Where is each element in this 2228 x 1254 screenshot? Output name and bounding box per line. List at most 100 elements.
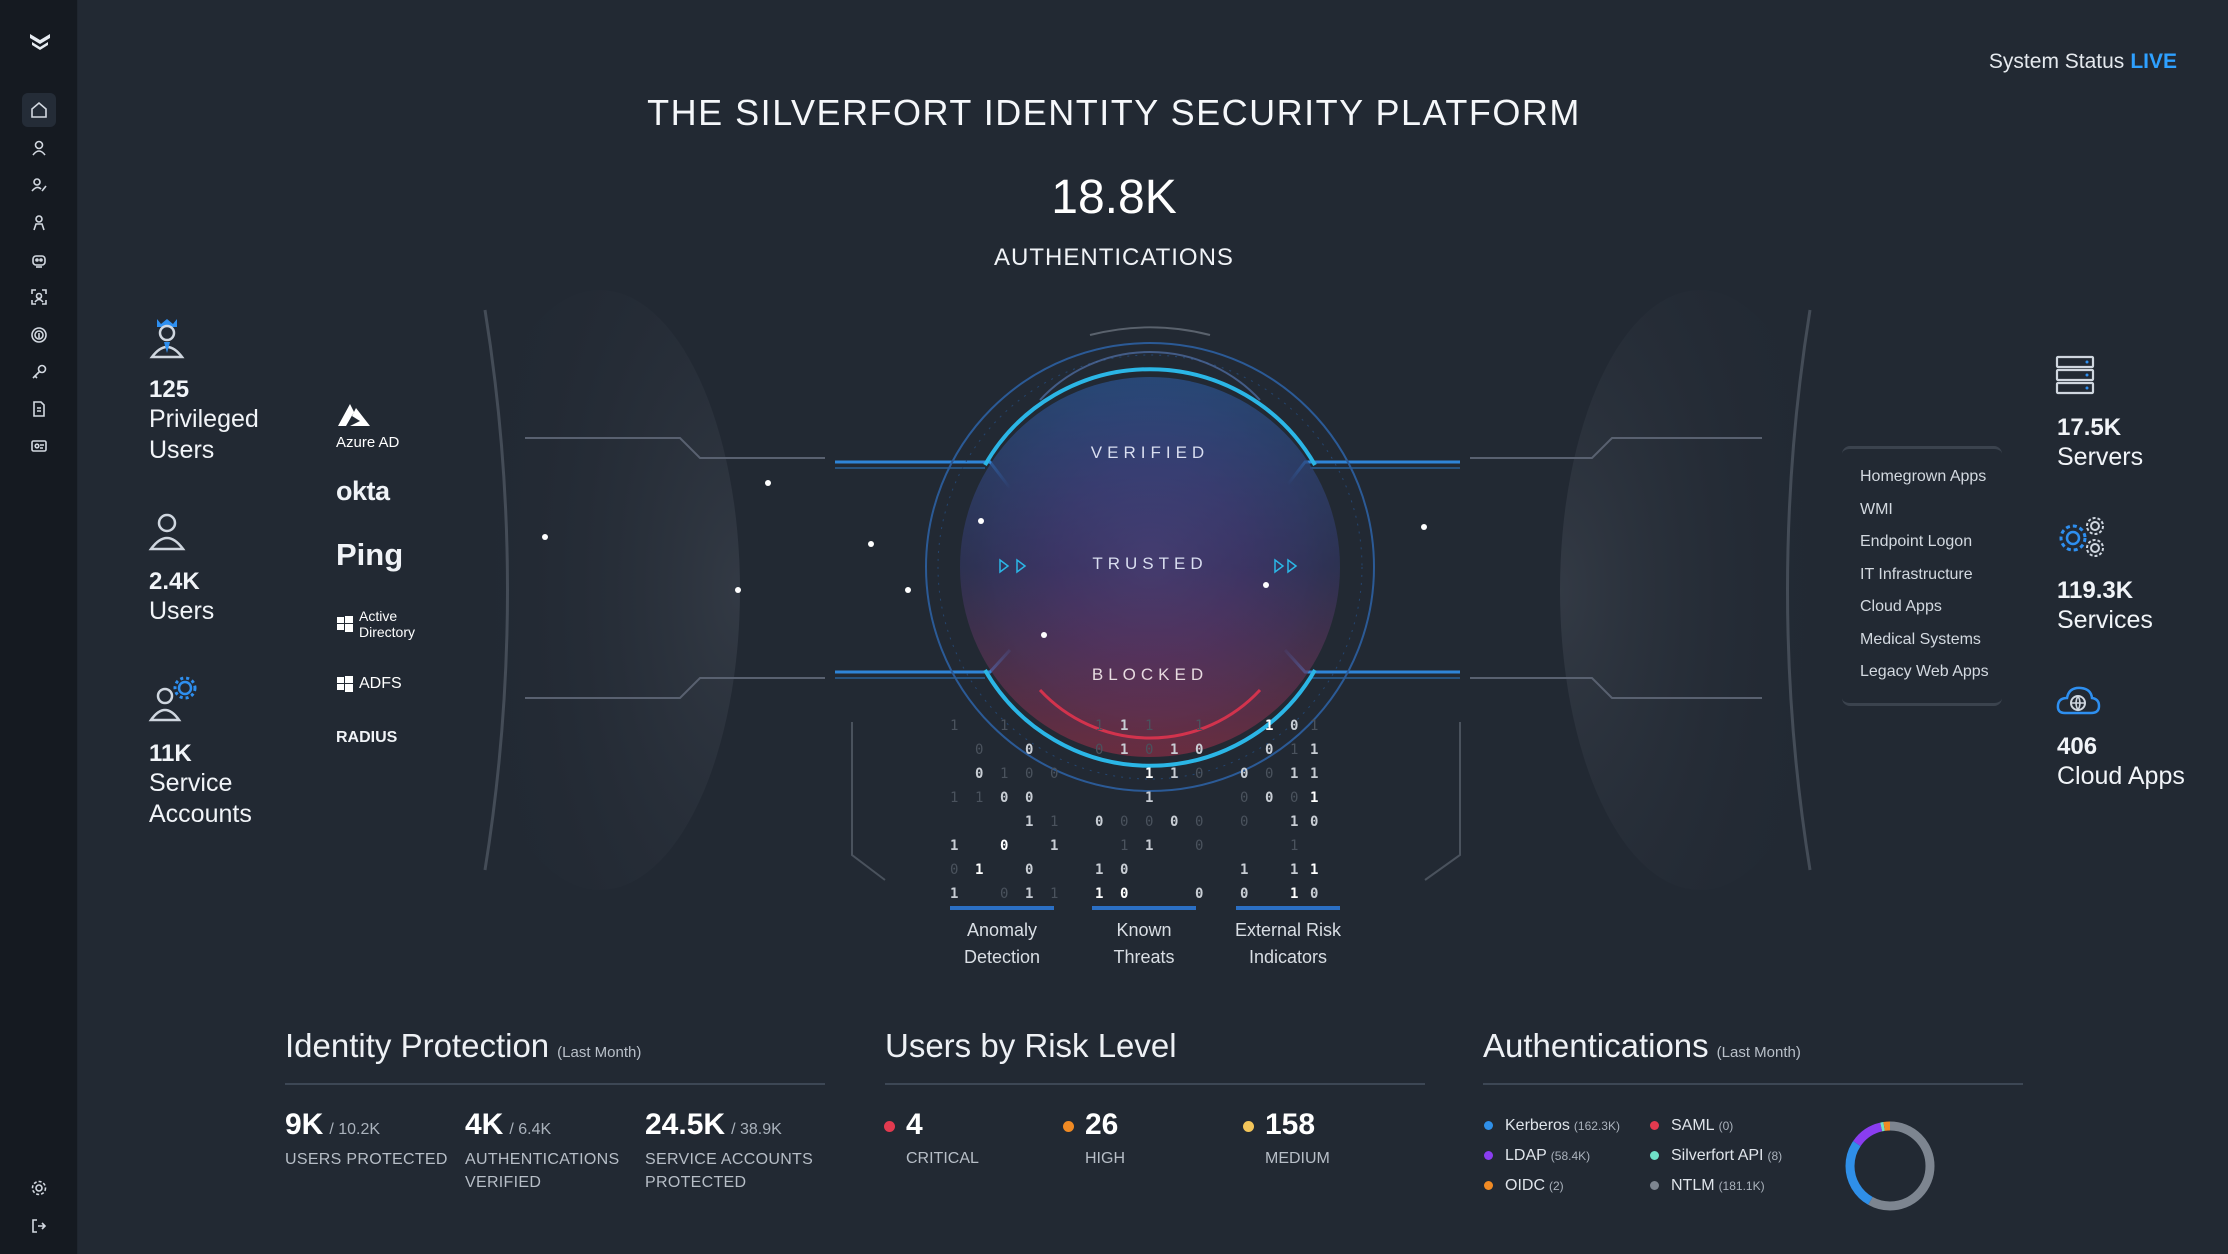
binary-digit: 0 [1120, 862, 1129, 878]
binary-digit: 1 [1170, 742, 1179, 758]
user-icon [148, 511, 186, 551]
system-status-label: System Status [1988, 50, 2125, 73]
binary-digit: 0 [1095, 814, 1104, 830]
binary-digit: 1 [1290, 862, 1299, 878]
privileged-users-stat: 125 Privileged Users [149, 376, 259, 464]
binary-digit: 1 [1290, 886, 1299, 902]
service-account-icon [148, 674, 200, 722]
robot-icon[interactable] [22, 243, 56, 277]
binary-digit: 0 [1290, 790, 1299, 806]
binary-digit: 0 [1195, 814, 1204, 830]
binary-digit: 0 [1120, 814, 1129, 830]
binary-digit: 0 [1145, 814, 1154, 830]
binary-digit: 1 [1310, 742, 1319, 758]
binary-digit: 1 [1290, 766, 1299, 782]
document-icon[interactable] [22, 392, 56, 426]
servers-stat: 17.5K Servers [2057, 414, 2144, 471]
binary-digit: 0 [1240, 814, 1249, 830]
donut-oidc-segment [1845, 1121, 1935, 1211]
binary-digit: 0 [1290, 718, 1299, 734]
core-verified-label: VERIFIED [1090, 443, 1210, 462]
binary-digit: 1 [1310, 862, 1319, 878]
cloud-globe-icon [2055, 683, 2101, 717]
binary-digit: 1 [1290, 814, 1299, 830]
adfs-logo: ADFS [337, 675, 402, 693]
risk-high: 26 HIGH [1063, 1108, 1125, 1168]
person-icon[interactable] [22, 206, 56, 240]
users-stat: 2.4K Users [149, 568, 215, 625]
services-list: Homegrown Apps WMI Endpoint Logon IT Inf… [1842, 445, 2002, 689]
binary-digit: 0 [975, 742, 984, 758]
legend-oidc: OIDC(2) [1484, 1177, 1564, 1197]
auth-breakdown-title: Authentications(Last Month) [1483, 1027, 1801, 1064]
azure-ad-logo: Azure AD [336, 402, 399, 451]
user-icon[interactable] [22, 131, 56, 165]
binary-digit: 0 [975, 766, 984, 782]
medium-dot [1243, 1121, 1254, 1132]
known-threats-bar [1092, 906, 1196, 910]
logo-icon[interactable] [26, 28, 54, 56]
risk-medium: 158 MEDIUM [1243, 1108, 1330, 1168]
active-directory-logo: Active Directory [337, 608, 429, 640]
binary-digit: 0 [1195, 742, 1204, 758]
key-icon[interactable] [22, 355, 56, 389]
fingerprint-icon[interactable] [22, 318, 56, 352]
binary-digit: 1 [1025, 814, 1034, 830]
binary-digit: 1 [950, 886, 959, 902]
identity-protection-divider [285, 1083, 825, 1085]
auth-breakdown-divider [1483, 1083, 2023, 1085]
binary-digit: 1 [1240, 862, 1249, 878]
external-risk-bar [1236, 906, 1340, 910]
gears-icon [2055, 516, 2107, 558]
binary-digit: 0 [1025, 862, 1034, 878]
services-stat: 119.3K Services [2057, 577, 2153, 634]
binary-digit: 1 [975, 790, 984, 806]
donut-kerberos-segment [1845, 1121, 1935, 1211]
page-title: THE SILVERFORT IDENTITY SECURITY PLATFOR… [647, 92, 1581, 133]
scan-user-icon[interactable] [22, 280, 56, 314]
server-icon [2055, 355, 2095, 395]
binary-digit: 0 [1095, 742, 1104, 758]
binary-digit: 1 [1310, 766, 1319, 782]
live-badge: LIVE [2130, 50, 2177, 73]
binary-digit: 0 [950, 862, 959, 878]
binary-digit: 0 [1025, 790, 1034, 806]
binary-digit: 0 [1025, 742, 1034, 758]
logout-icon[interactable] [22, 1209, 56, 1243]
core-trusted-label: TRUSTED [1092, 554, 1208, 573]
home-icon[interactable] [22, 93, 56, 127]
binary-digit: 0 [1145, 742, 1154, 758]
settings-icon[interactable] [22, 1171, 56, 1205]
binary-digit: 1 [1095, 718, 1104, 734]
risk-critical: 4 CRITICAL [884, 1108, 979, 1168]
binary-digit: 1 [1050, 886, 1059, 902]
binary-digit: 1 [1095, 886, 1104, 902]
identity-protection-title: Identity Protection(Last Month) [285, 1027, 642, 1064]
binary-digit: 0 [1240, 886, 1249, 902]
high-dot [1063, 1121, 1074, 1132]
binary-digit: 1 [1145, 838, 1154, 854]
binary-digit: 1 [1290, 838, 1299, 854]
authentications-count: 18.8K [1051, 171, 1177, 224]
binary-digit: 1 [950, 838, 959, 854]
binary-digit: 1 [1145, 718, 1154, 734]
binary-digit: 0 [1050, 766, 1059, 782]
users-edit-icon[interactable] [22, 168, 56, 202]
service-it-infrastructure: IT Infrastructure [1860, 565, 1973, 583]
service-legacy-web-apps: Legacy Web Apps [1860, 663, 1989, 680]
id-card-icon[interactable] [22, 429, 56, 463]
binary-digit: 1 [1095, 862, 1104, 878]
binary-digit: 1 [1050, 814, 1059, 830]
binary-digit: 1 [1145, 766, 1154, 782]
service-cloud-apps: Cloud Apps [1860, 598, 1942, 615]
binary-digit: 1 [1050, 838, 1059, 854]
sidebar [0, 0, 78, 1254]
binary-digit: 1 [1310, 718, 1319, 734]
binary-digit: 1 [1310, 790, 1319, 806]
binary-digit: 1 [1000, 766, 1009, 782]
binary-digit: 0 [1170, 814, 1179, 830]
privileged-user-icon [147, 315, 187, 359]
